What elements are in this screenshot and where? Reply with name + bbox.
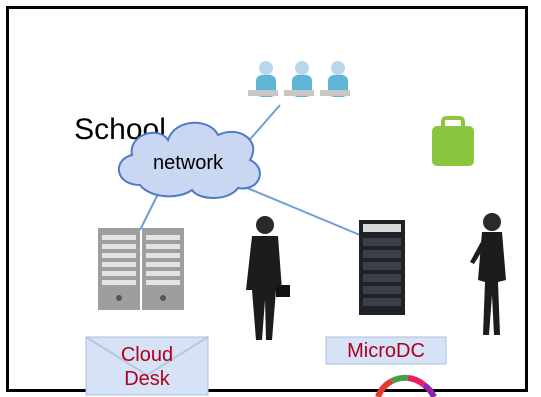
microdc-label: MicroDC — [347, 340, 425, 362]
network-cloud-icon — [117, 121, 261, 199]
cloud-desk-line-1: Cloud — [120, 344, 174, 366]
microdc-rack-icon — [359, 220, 405, 315]
businesswoman-icon — [470, 213, 506, 335]
link-network-servers — [139, 189, 161, 231]
users-group-icon — [248, 61, 350, 97]
link-network-microdc — [239, 184, 361, 236]
gauge-arc-icon — [375, 374, 437, 397]
cloud-desk-envelope-icon — [85, 336, 209, 396]
briefcase-icon — [432, 116, 474, 166]
microdc-label-icon — [325, 336, 447, 365]
cloud-desk-label: Cloud Desk — [92, 343, 202, 391]
network-label: network — [153, 152, 224, 174]
servers-icon — [98, 228, 184, 310]
businessman-icon — [246, 216, 290, 340]
cloud-desk-line-2: Desk — [124, 368, 170, 390]
